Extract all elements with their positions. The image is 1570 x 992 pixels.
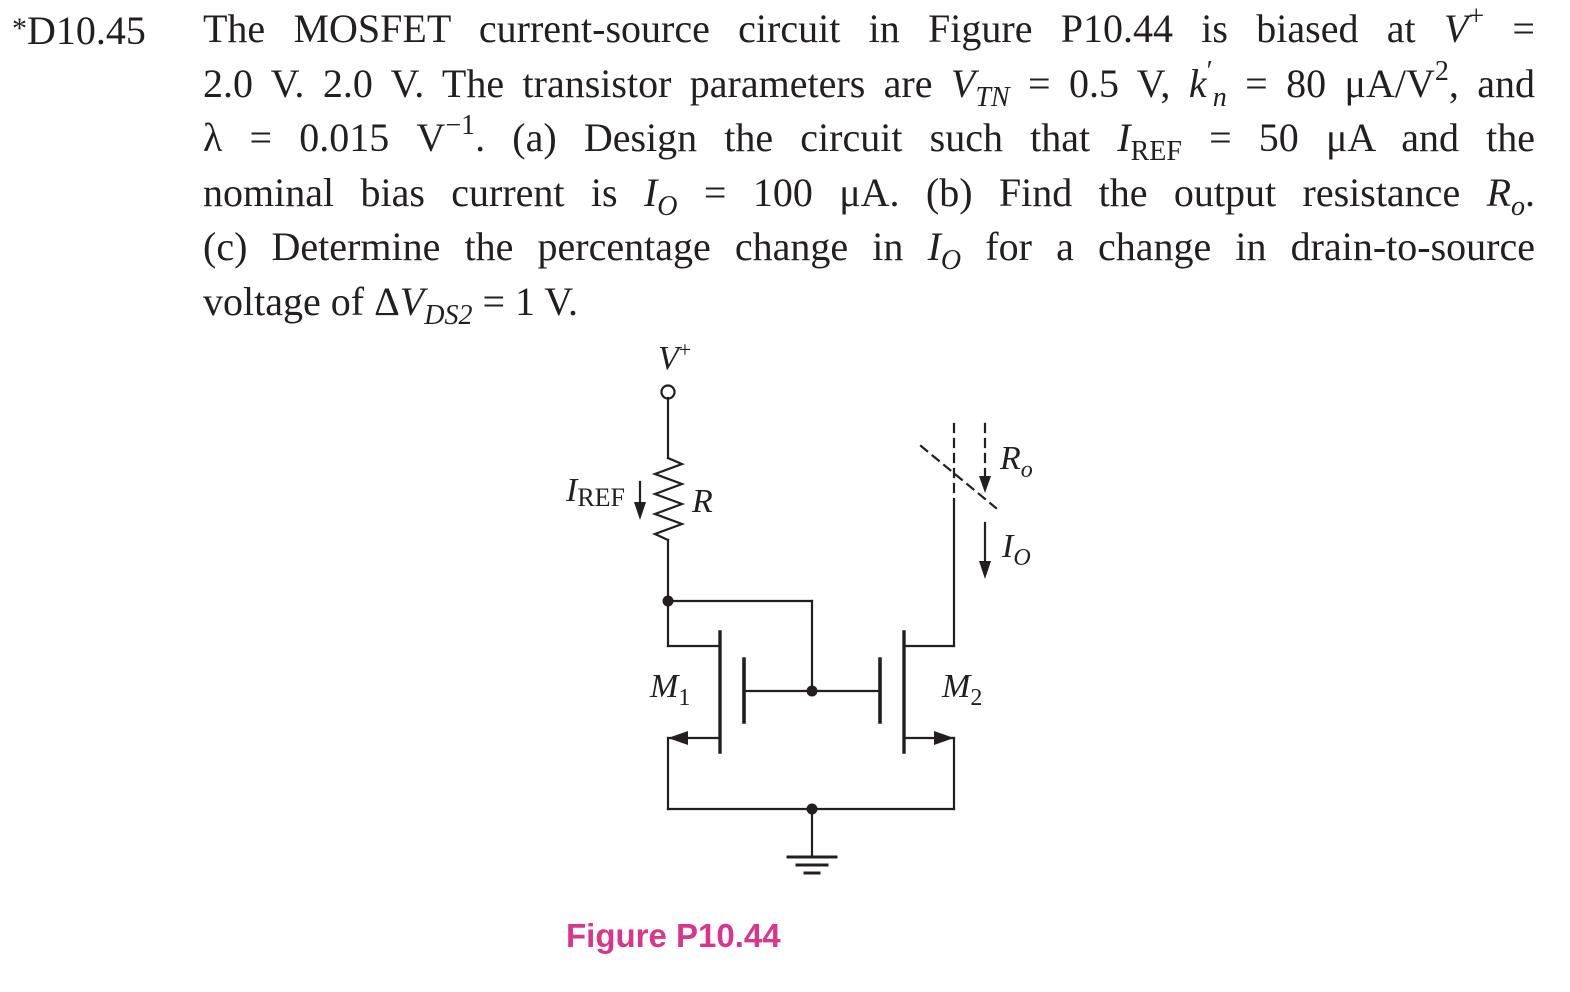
m1-source-arrow [668,731,688,745]
node-gate [806,685,818,697]
resistor-r [651,456,686,542]
problem-statement: The MOSFET current-source circuit in Fig… [203,1,1536,331]
ref-current-label: IREF [565,472,625,512]
problem-line-4: nominal bias current is IO = 100 μA. (b)… [203,169,1536,222]
figure-caption: Figure P10.44 [566,917,781,954]
resistor-label: R [691,483,713,520]
problem-number-text: D10.45 [27,8,146,53]
problem-number: *D10.45 [12,2,146,59]
problem-line-1: The MOSFET current-source circuit in Fig… [203,1,1535,52]
node-ground [806,803,818,815]
output-break-mark [919,444,998,510]
problem-line-3: λ = 0.015 V−1. (a) Design the circuit su… [203,110,1536,167]
problem-line-5: (c) Determine the percentage change in I… [203,224,1536,276]
problem-star: * [12,12,27,45]
node-drain-m1 [662,595,674,607]
output-resistance-arrowhead [979,476,991,493]
m1-label: M1 [649,668,690,711]
m2-label: M2 [941,668,982,711]
supply-label: V+ [658,337,691,377]
problem-line-6: voltage of ΔVDS2 = 1 V. [203,278,579,331]
output-resistance-label: Ro [999,440,1033,483]
output-current-arrowhead [979,561,991,579]
supply-terminal [660,384,676,400]
output-current-label: IO [1001,528,1031,571]
problem-line-2: 2.0 V. 2.0 V. The transistor parameters … [203,55,1536,113]
m2-source-arrow [934,731,954,745]
ref-current-arrowhead [634,502,646,520]
